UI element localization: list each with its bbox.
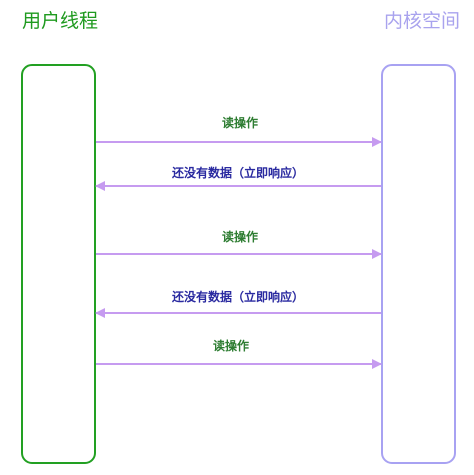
message-label-read-2: 读操作 [222,229,258,244]
lane-title-user-thread: 用户线程 [22,10,98,32]
message-label-no-data-2: 还没有数据（立即响应） [171,289,304,304]
lane-box-user-thread [21,64,96,464]
message-label-read-3: 读操作 [213,338,249,353]
lane-title-kernel-space: 内核空间 [384,10,460,32]
message-label-no-data-1: 还没有数据（立即响应） [171,165,304,180]
lane-box-kernel-space [381,64,456,464]
message-label-read-1: 读操作 [222,115,258,130]
